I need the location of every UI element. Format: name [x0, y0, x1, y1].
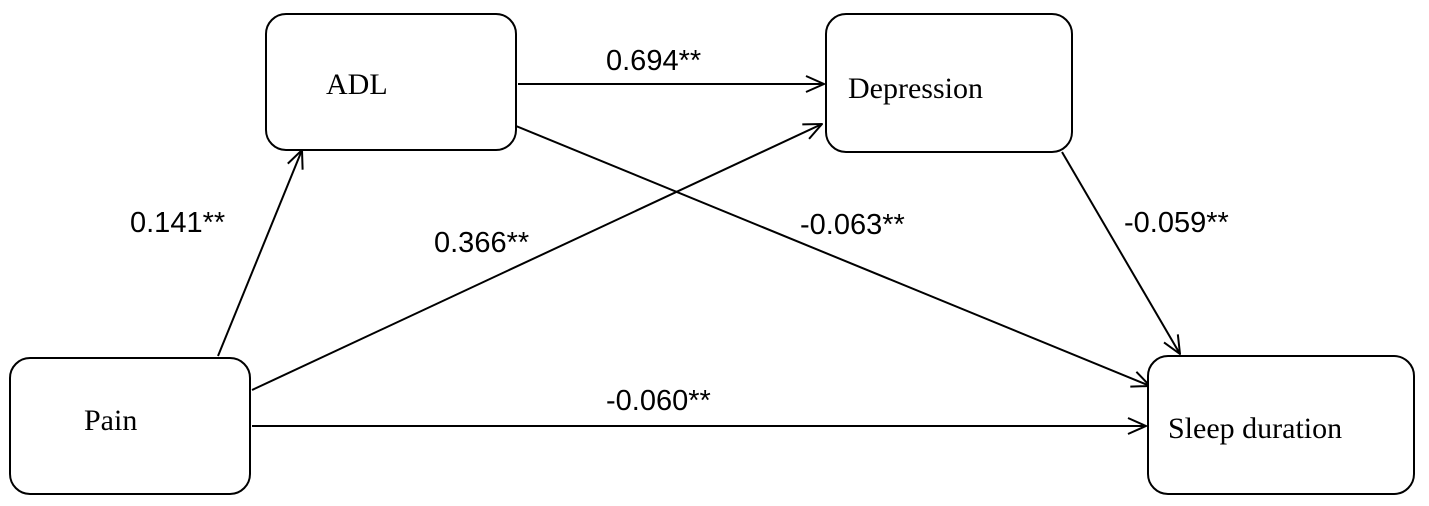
node-depression-label: Depression	[848, 72, 983, 105]
edge-pain-to-adl	[217, 150, 302, 357]
coef-adl-depression: 0.694**	[606, 45, 701, 77]
coef-pain-adl: 0.141**	[130, 207, 225, 239]
node-sleep-duration: Sleep duration	[1147, 355, 1415, 495]
node-pain-box	[9, 357, 251, 495]
edge-adl-to-sleep	[515, 125, 1150, 386]
node-pain-label: Pain	[84, 404, 137, 437]
edge-depression-to-sleep	[1061, 151, 1180, 354]
node-adl: ADL	[265, 13, 517, 151]
edges	[217, 84, 1180, 426]
node-sleep-duration-box	[1147, 355, 1415, 495]
coef-adl-sleep: -0.063**	[800, 209, 905, 241]
coef-pain-depression: 0.366**	[434, 227, 529, 259]
node-depression: Depression	[825, 13, 1073, 153]
node-adl-box	[265, 13, 517, 151]
coef-pain-sleep: -0.060**	[606, 385, 711, 417]
node-sleep-duration-label: Sleep duration	[1168, 412, 1342, 445]
node-adl-label: ADL	[326, 68, 388, 101]
node-depression-box	[825, 13, 1073, 153]
edge-labels: 0.141** 0.694** 0.366** -0.063** -0.059*…	[130, 45, 1229, 417]
edge-pain-to-depression	[251, 124, 822, 391]
node-pain: Pain	[9, 357, 251, 495]
coef-depression-sleep: -0.059**	[1124, 207, 1229, 239]
